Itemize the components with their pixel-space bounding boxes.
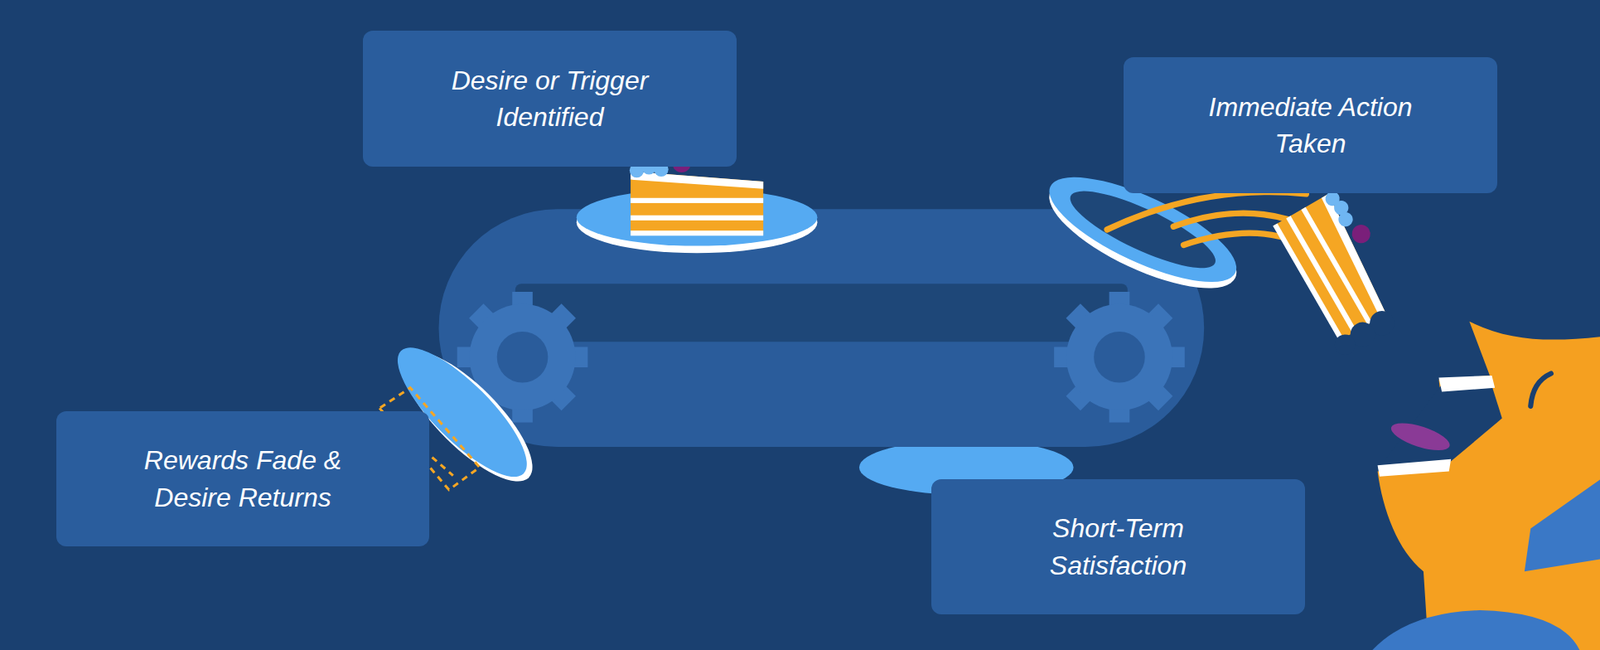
label-box: Rewards Fade & Desire Returns [56,410,430,547]
shirt [1372,609,1580,650]
label-text: Rewards Fade & Desire Returns [110,441,376,515]
flying-cake [1266,183,1420,360]
belt-gap [515,283,1128,342]
label-text: Short-Term Satisfaction [986,509,1252,583]
teeth [1377,459,1452,477]
collar [1524,478,1600,571]
tongue [1387,417,1453,456]
label-text: Immediate Action Taken [1178,88,1444,162]
teeth [1438,375,1495,392]
label-text: Desire or Trigger Identified [417,62,683,136]
eye [1530,372,1552,406]
person-head [1377,321,1600,650]
motion-lines [1106,192,1306,246]
mouth [1379,385,1503,467]
conveyor-belt [439,208,1205,447]
gear [1053,291,1185,423]
label-box: Desire or Trigger Identified [362,30,737,167]
label-box: Immediate Action Taken [1123,57,1498,194]
label-box: Short-Term Satisfaction [931,478,1306,614]
